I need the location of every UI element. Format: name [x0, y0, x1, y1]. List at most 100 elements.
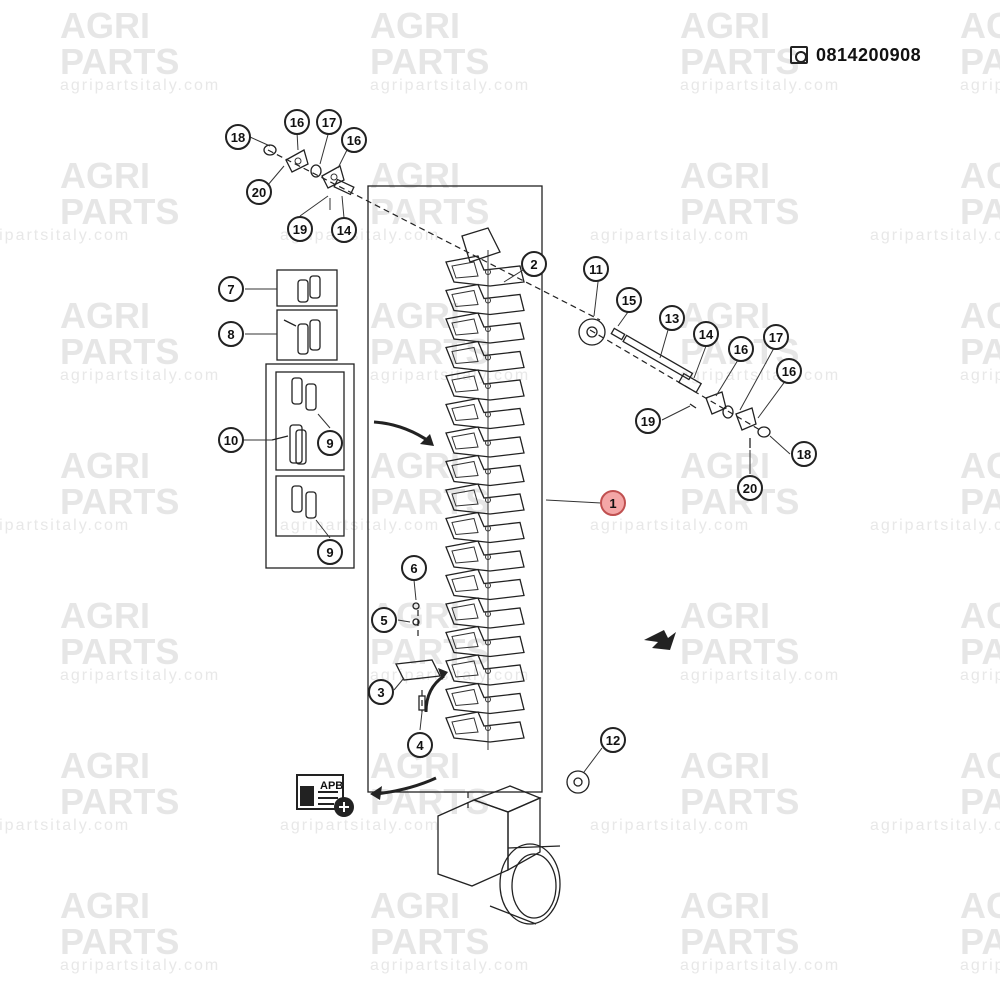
- callout-20[interactable]: 20: [246, 179, 272, 205]
- watermark-line1: AGRI: [680, 5, 770, 46]
- watermark-line1: AGRI: [680, 595, 770, 636]
- watermark-line1: AGRI: [60, 885, 150, 926]
- watermark-url: agripartsitaly.com: [370, 77, 530, 94]
- watermark-line1: AGRI: [60, 5, 150, 46]
- watermark-line2: PARTS: [960, 781, 1000, 822]
- watermark-line2: PARTS: [960, 191, 1000, 232]
- callout-label: 18: [797, 447, 811, 462]
- callout-19[interactable]: 19: [287, 216, 313, 242]
- callout-11[interactable]: 11: [583, 256, 609, 282]
- watermark-url: agripartsitaly.com: [680, 77, 840, 94]
- watermark-url: agripartsitaly.com: [870, 817, 1000, 834]
- watermark-line2: PARTS: [370, 921, 489, 962]
- callout-19[interactable]: 19: [635, 408, 661, 434]
- callout-layer: 1234567899101112131414151616161617171818…: [218, 109, 817, 758]
- watermark-line2: PARTS: [60, 921, 179, 962]
- watermark-url: agripartsitaly.com: [680, 667, 840, 684]
- callout-4[interactable]: 4: [407, 732, 433, 758]
- callout-18[interactable]: 18: [225, 124, 251, 150]
- watermark-line1: AGRI: [370, 5, 460, 46]
- watermark-url: agripartsitaly.com: [680, 957, 840, 974]
- callout-label: 16: [782, 364, 796, 379]
- watermark-line2: PARTS: [680, 41, 799, 82]
- watermark-line2: PARTS: [60, 331, 179, 372]
- watermark-line1: AGRI: [370, 295, 460, 336]
- callout-18[interactable]: 18: [791, 441, 817, 467]
- callout-16[interactable]: 16: [776, 358, 802, 384]
- callout-label: 5: [380, 613, 387, 628]
- callout-16[interactable]: 16: [284, 109, 310, 135]
- watermark-url: agripartsitaly.com: [870, 517, 1000, 534]
- part-number-text: 0814200908: [816, 44, 922, 65]
- watermark-line1: AGRI: [680, 295, 770, 336]
- watermark-line1: AGRI: [960, 5, 1000, 46]
- callout-label: 6: [410, 561, 417, 576]
- callout-10[interactable]: 10: [218, 427, 244, 453]
- watermark-url: agripartsitaly.com: [590, 227, 750, 244]
- right-shaft-assembly: [578, 318, 771, 448]
- callout-15[interactable]: 15: [616, 287, 642, 313]
- callout-label: 18: [231, 130, 245, 145]
- callout-2[interactable]: 2: [521, 251, 547, 277]
- callout-13[interactable]: 13: [659, 305, 685, 331]
- discharge-housing: [437, 785, 561, 925]
- watermark-layer: AGRIPARTSAGRIPARTSAGRIPARTSAGRIPARTSagri…: [0, 5, 1000, 974]
- watermark-url: agripartsitaly.com: [280, 227, 440, 244]
- watermark-line2: PARTS: [680, 781, 799, 822]
- watermark-line2: PARTS: [370, 631, 489, 672]
- callout-7[interactable]: 7: [218, 276, 244, 302]
- leader-lines: [243, 130, 791, 773]
- watermark-url: agripartsitaly.com: [370, 957, 530, 974]
- watermark-url: agripartsitaly.com: [60, 77, 220, 94]
- watermark-url: agripartsitaly.com: [960, 77, 1000, 94]
- callout-8[interactable]: 8: [218, 321, 244, 347]
- callout-3[interactable]: 3: [368, 679, 394, 705]
- callout-label: 8: [227, 327, 234, 342]
- watermark-url: agripartsitaly.com: [60, 667, 220, 684]
- watermark-line1: AGRI: [60, 445, 150, 486]
- watermark-line1: AGRI: [960, 595, 1000, 636]
- callout-1[interactable]: 1: [600, 490, 626, 516]
- callout-16[interactable]: 16: [341, 127, 367, 153]
- apb-reference-card[interactable]: [296, 774, 356, 818]
- watermark-url: agripartsitaly.com: [0, 517, 130, 534]
- direction-arrows: [370, 420, 676, 800]
- callout-label: 3: [377, 685, 384, 700]
- add-plus-icon[interactable]: [334, 797, 354, 817]
- callout-label: 14: [699, 327, 714, 342]
- watermark-url: agripartsitaly.com: [960, 957, 1000, 974]
- chain-link: [445, 397, 525, 430]
- callout-label: 13: [665, 311, 679, 326]
- callout-9[interactable]: 9: [317, 430, 343, 456]
- watermark-line2: PARTS: [60, 631, 179, 672]
- watermark-line2: PARTS: [960, 921, 1000, 962]
- callout-12[interactable]: 12: [600, 727, 626, 753]
- callout-14[interactable]: 14: [693, 321, 719, 347]
- callout-label: 11: [589, 262, 603, 277]
- chain-top-plate: [461, 227, 501, 263]
- callout-label: 10: [224, 433, 238, 448]
- watermark-line1: AGRI: [60, 155, 150, 196]
- callout-9[interactable]: 9: [317, 539, 343, 565]
- watermark-line2: PARTS: [60, 41, 179, 82]
- callout-label: 1: [609, 496, 616, 511]
- callout-label: 16: [290, 115, 304, 130]
- watermark-line1: AGRI: [370, 155, 460, 196]
- watermark-line1: AGRI: [60, 595, 150, 636]
- watermark-line1: AGRI: [680, 155, 770, 196]
- callout-17[interactable]: 17: [316, 109, 342, 135]
- watermark-line2: PARTS: [370, 481, 489, 522]
- callout-20[interactable]: 20: [737, 475, 763, 501]
- watermark-line2: PARTS: [960, 631, 1000, 672]
- callout-16[interactable]: 16: [728, 336, 754, 362]
- chain-assembly-frame: [367, 185, 543, 793]
- callout-label: 7: [227, 282, 234, 297]
- callout-14[interactable]: 14: [331, 217, 357, 243]
- lower-sprocket: [566, 770, 590, 794]
- callout-6[interactable]: 6: [401, 555, 427, 581]
- callout-5[interactable]: 5: [371, 607, 397, 633]
- callout-17[interactable]: 17: [763, 324, 789, 350]
- watermark-line1: AGRI: [370, 445, 460, 486]
- callout-label: 12: [606, 733, 620, 748]
